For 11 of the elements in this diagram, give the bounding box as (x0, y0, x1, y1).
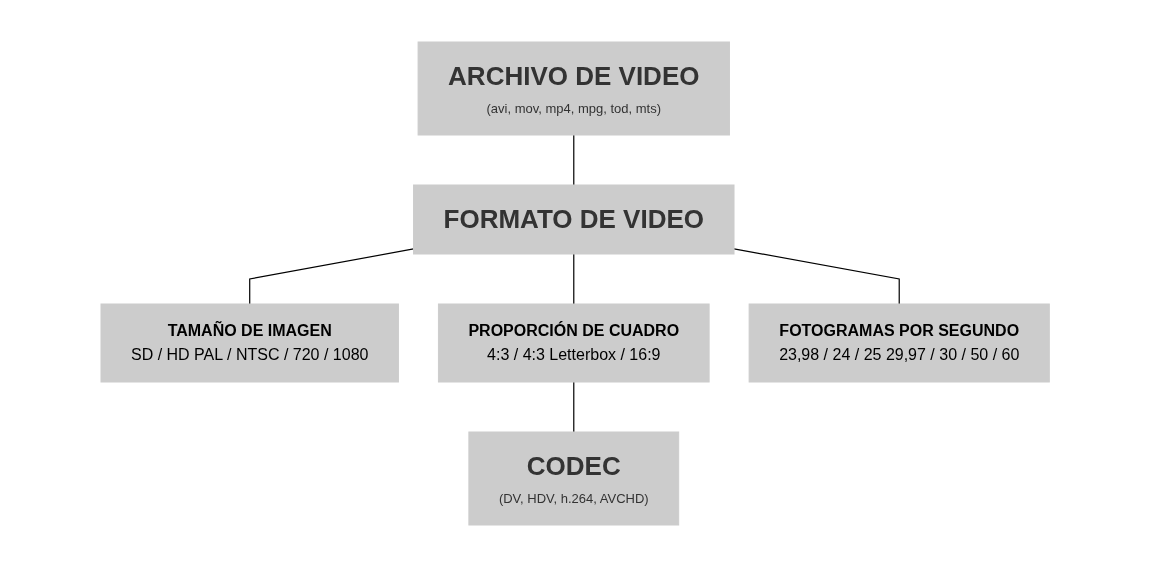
node-box: FOTOGRAMAS POR SEGUNDO 23,98 / 24 / 25 29,97 / 30 / 50 / 60 (748, 303, 1050, 382)
node-box: CODEC (DV, HDV, h.264, AVCHD) (468, 431, 680, 525)
connector (248, 247, 414, 305)
connector (733, 247, 900, 305)
node-box: FORMATO DE VIDEO (412, 184, 735, 254)
connector (573, 380, 575, 433)
connector (573, 252, 575, 305)
node-box: PROPORCIÓN DE CUADRO 4:3 / 4:3 Letterbox / 16:9 (437, 303, 710, 382)
node-box: TAMAÑO DE IMAGEN SD / HD PAL / NTSC / 720 / 1080 (100, 303, 399, 382)
node-box: ARCHIVO DE VIDEO (avi, mov, mp4, mpg, tod, mts) (417, 41, 730, 135)
connector (573, 133, 575, 186)
